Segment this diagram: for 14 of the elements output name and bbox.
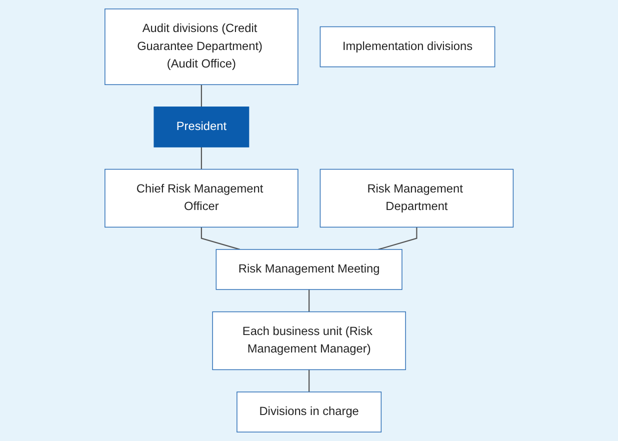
node-box: Divisions in charge [236, 392, 382, 432]
node-box: Risk Management Department [320, 168, 514, 228]
node-box: Each business unit (Risk Management Manager) [212, 311, 406, 370]
node-box: Chief Risk Management Officer [104, 168, 298, 228]
node-box: Risk Management Meeting [216, 249, 402, 290]
connector [200, 147, 202, 170]
node-box: Implementation divisions [320, 26, 496, 68]
node-box: Audit divisions (Credit Guarantee Department) (Audit Office) [104, 8, 298, 86]
connector [378, 227, 418, 250]
node-box: President [154, 106, 250, 148]
connector [200, 84, 202, 107]
connector [308, 370, 310, 392]
connector [308, 290, 310, 312]
connector [200, 227, 240, 250]
